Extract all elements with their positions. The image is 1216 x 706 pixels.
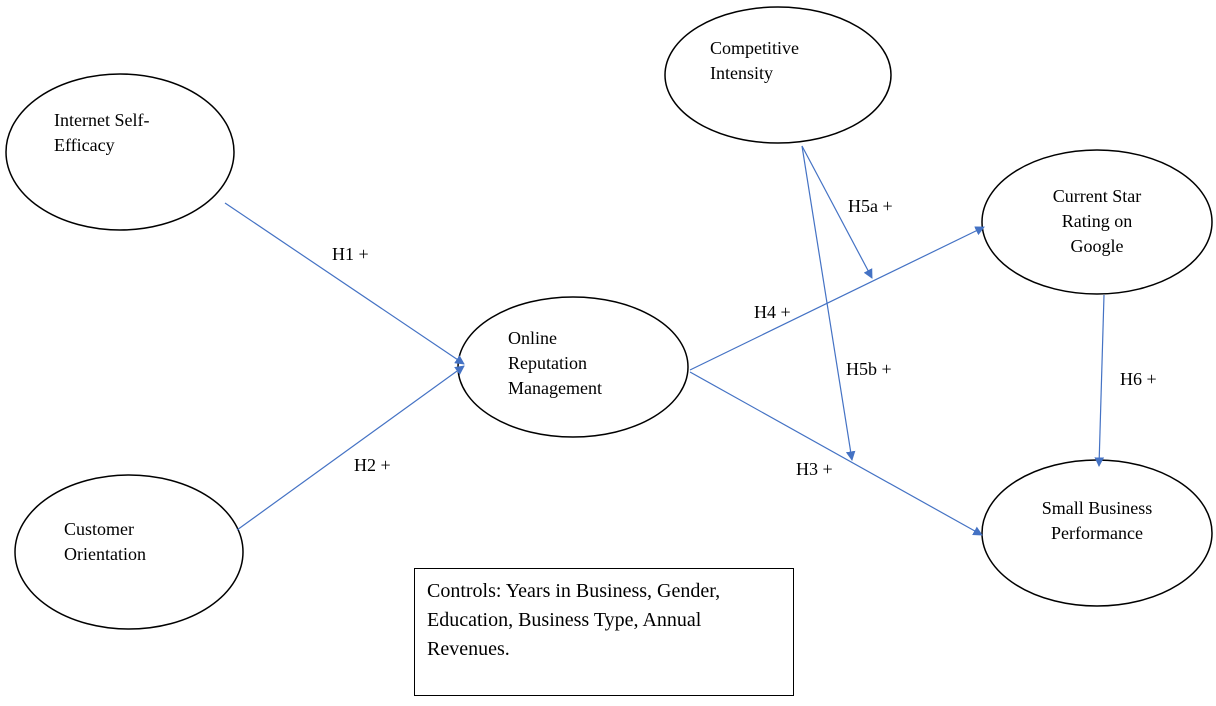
node-competitive-intensity-label: Competitive Intensity [710,38,799,83]
arrow-h5a [801,145,873,279]
arrow-h1 [224,202,465,365]
arrow-h3 [689,371,983,536]
node-internet-self-efficacy-label: Internet Self- Efficacy [54,110,150,155]
node-online-reputation-management-label: Online Reputation Management [508,328,602,398]
node-current-star-rating-shape [981,149,1213,295]
edge-label-h3: H3 + [796,459,833,479]
arrow-h2 [236,365,465,531]
edge-label-h4: H4 + [754,302,791,322]
node-customer-orientation-label: Customer Orientation [64,519,146,564]
arrow-h5b [801,145,856,461]
arrow-h6 [1094,294,1105,467]
edge-label-h1: H1 + [332,244,369,264]
edge-label-h5b: H5b + [846,359,892,379]
node-internet-self-efficacy-shape [5,73,235,231]
edge-label-h6: H6 + [1120,369,1157,389]
edge-label-h5a: H5a + [848,196,893,216]
node-current-star-rating-label: Current Star Rating on Google [1052,186,1142,256]
edge-label-h2: H2 + [354,455,391,475]
node-competitive-intensity-shape [664,6,892,144]
arrow-h4 [689,226,985,371]
controls-note-box: Controls: Years in Business, Gender, Edu… [414,568,794,696]
node-customer-orientation-shape [14,474,244,630]
node-small-business-performance-label: Small Business Performance [1041,498,1153,543]
controls-note-text: Controls: Years in Business, Gender, Edu… [427,580,721,660]
